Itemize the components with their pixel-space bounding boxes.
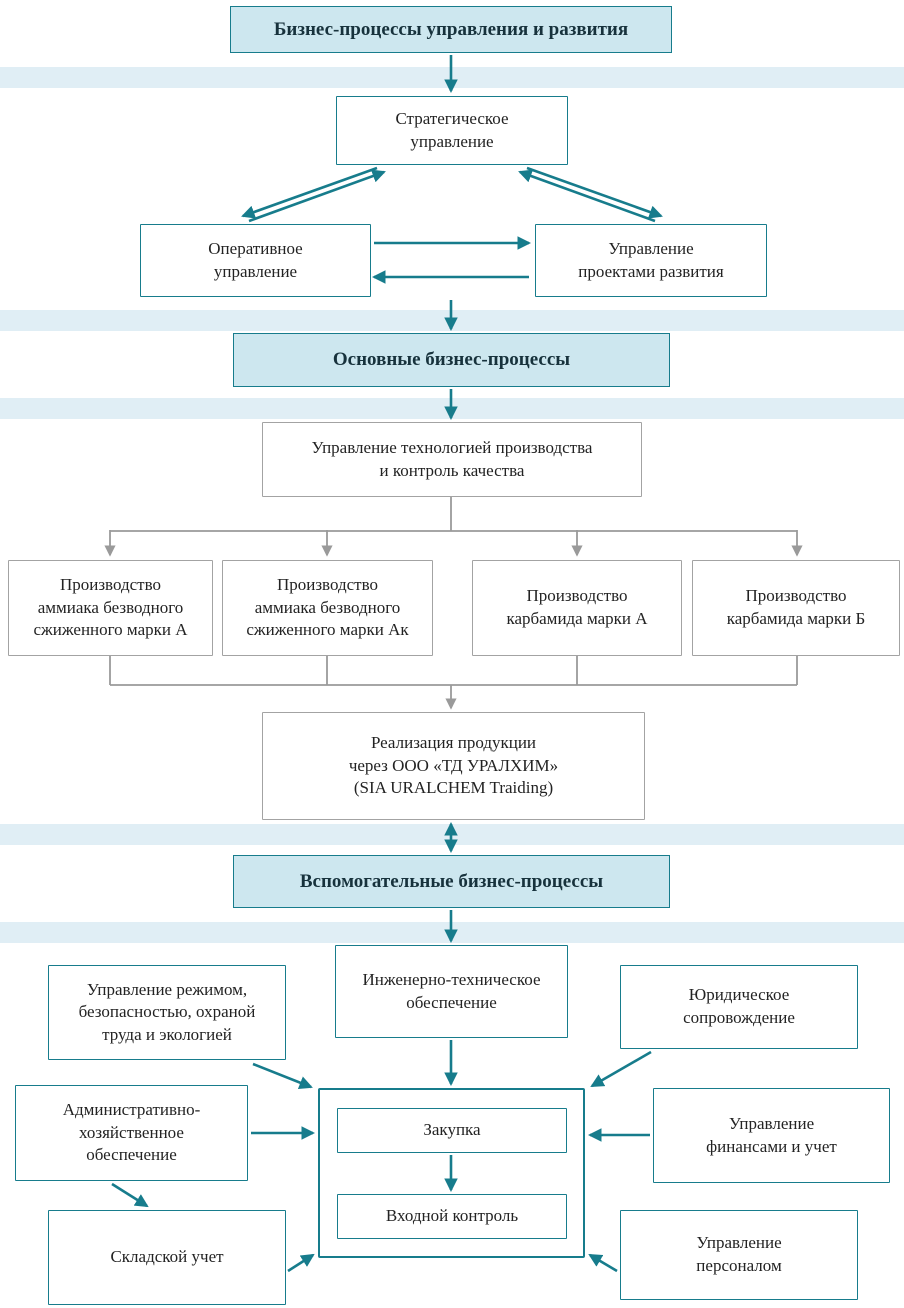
- strategic-management-box: Стратегическое управление: [336, 96, 568, 165]
- section-divider-band: [0, 922, 904, 943]
- box-label-line: (SIA URALCHEM Traiding): [353, 778, 554, 798]
- box-label-line: проектами развития: [578, 261, 724, 281]
- box-label-line: обеспечение: [406, 992, 497, 1012]
- arrow-strategic-to-projects: [526, 166, 663, 219]
- box-label-line: Входной контроль: [385, 1206, 519, 1226]
- arrow-strategic-to-operational: [241, 166, 378, 219]
- box-label-line: Производство: [526, 586, 628, 606]
- box-label-line: управление: [410, 131, 494, 151]
- box-label-line: Управление технологией производства: [311, 437, 593, 457]
- box-label-line: аммиака безводного: [254, 597, 401, 617]
- arrow-operational-to-strategic: [248, 169, 386, 223]
- box-label-line: безопасностью, охраной: [78, 1002, 256, 1022]
- box-label-line: персоналом: [696, 1256, 782, 1275]
- section-header-management: Бизнес-процессы управления и развития: [230, 6, 672, 53]
- section-divider-band: [0, 310, 904, 331]
- section-divider-band: [0, 67, 904, 88]
- arrow-warehouse-to-procurement-block: [287, 1253, 315, 1273]
- box-label-line: и контроль качества: [379, 460, 525, 480]
- box-label-line: Производство: [745, 586, 847, 606]
- section-header-label: Вспомогательные бизнес-процессы: [299, 870, 604, 892]
- section-header-core: Основные бизнес-процессы: [233, 333, 670, 387]
- box-label-line: обеспечение: [86, 1145, 177, 1165]
- box-label-line: Реализация продукции: [370, 733, 537, 753]
- box-label-line: Оперативное: [208, 238, 303, 258]
- box-label-line: Административно-: [62, 1100, 201, 1120]
- legal-support-box: Юридическое сопровождение: [620, 965, 858, 1049]
- safety-ecology-box: Управление режимом, безопасностью, охран…: [48, 965, 286, 1060]
- arrow-admin-to-warehouse: [111, 1182, 149, 1208]
- operational-management-box: Оперативное управление: [140, 224, 371, 297]
- finance-accounting-box: Управление финансами и учет: [653, 1088, 890, 1183]
- production-ammonia-a-box: Производство аммиака безводного сжиженно…: [8, 560, 213, 656]
- box-label-line: Производство: [276, 575, 379, 595]
- box-label-line: через ООО «ТД УРАЛХИМ»: [348, 755, 559, 775]
- box-label-line: Управление режимом,: [86, 979, 248, 999]
- box-label-line: карбамида марки А: [506, 609, 648, 628]
- procurement-box: Закупка: [337, 1108, 567, 1153]
- box-label-line: Производство: [59, 575, 162, 595]
- production-technology-box: Управление технологией производства и ко…: [262, 422, 642, 497]
- section-divider-band: [0, 398, 904, 419]
- box-label-line: Управление: [728, 1113, 815, 1133]
- production-ammonia-ak-box: Производство аммиака безводного сжиженно…: [222, 560, 433, 656]
- box-label-line: сжиженного марки Ак: [246, 620, 409, 640]
- personnel-management-box: Управление персоналом: [620, 1210, 858, 1300]
- box-label-line: управление: [213, 261, 298, 281]
- production-urea-b-box: Производство карбамида марки Б: [692, 560, 900, 656]
- box-label-line: карбамида марки Б: [726, 609, 866, 628]
- arrow-projects-to-strategic: [518, 169, 656, 223]
- administrative-support-box: Административно- хозяйственное обеспечен…: [15, 1085, 248, 1181]
- box-label-line: Закупка: [423, 1120, 481, 1140]
- sales-uralchem-box: Реализация продукции через ООО «ТД УРАЛХ…: [262, 712, 645, 820]
- arrow-legal-to-procurement-block: [590, 1050, 652, 1088]
- box-label-line: аммиака безводного: [37, 597, 184, 617]
- box-label-line: сжиженного марки А: [33, 620, 188, 640]
- box-label-line: труда и экологией: [102, 1024, 232, 1044]
- box-label-line: финансами и учет: [706, 1136, 837, 1156]
- box-label-line: Управление: [696, 1233, 782, 1253]
- arrow-safety-to-procurement-block: [252, 1062, 313, 1090]
- box-label-line: сопровождение: [683, 1008, 795, 1027]
- box-label-line: Управление: [608, 238, 694, 258]
- box-label-line: Юридическое: [688, 985, 790, 1005]
- incoming-control-box: Входной контроль: [337, 1194, 567, 1239]
- section-header-support: Вспомогательные бизнес-процессы: [233, 855, 670, 908]
- engineering-support-box: Инженерно-техническое обеспечение: [335, 945, 568, 1038]
- warehouse-accounting-box: Складской учет: [48, 1210, 286, 1305]
- box-label-line: Складской учет: [110, 1247, 224, 1267]
- development-projects-box: Управление проектами развития: [535, 224, 767, 297]
- section-divider-band: [0, 824, 904, 845]
- section-header-label: Бизнес-процессы управления и развития: [273, 18, 629, 40]
- box-label-line: хозяйственное: [79, 1122, 184, 1142]
- arrow-personnel-to-procurement-block: [588, 1253, 618, 1273]
- production-urea-a-box: Производство карбамида марки А: [472, 560, 682, 656]
- section-header-label: Основные бизнес-процессы: [332, 349, 571, 370]
- box-label-line: Инженерно-техническое: [362, 969, 541, 989]
- box-label-line: Стратегическое: [395, 108, 509, 128]
